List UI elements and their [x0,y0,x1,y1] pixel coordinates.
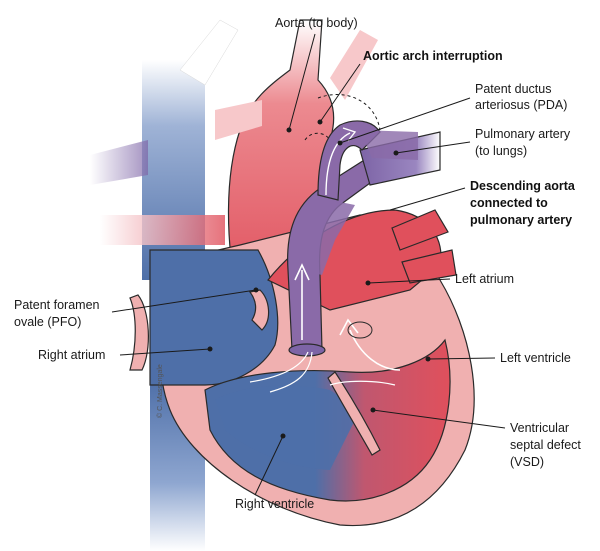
svc-top-branch [179,19,239,86]
pda-vessel [317,120,381,201]
leader-left-ventricle [427,357,496,360]
leader-dot-pulmonary [393,150,399,156]
label-pda-line1: Patent ductus [475,82,551,96]
left-pulmonary-vein-lower [401,249,457,284]
leader-dot-pfo [253,287,259,293]
left-pulmonary-vein-upper [391,209,449,251]
mitral-valve [347,321,373,339]
superior-vena-cava [142,60,205,280]
interruption-dashed-arc [317,94,381,131]
flow-curves-ventricle [249,351,396,393]
label-pulm-line2: (to lungs) [475,144,527,158]
leader-dot-pda [337,140,343,146]
svc-left-branch [90,140,148,185]
descending-aorta-lower [300,200,355,275]
label-pfo-line2: ovale (PFO) [14,315,81,329]
label-vsd-line3: (VSD) [510,455,544,469]
label-interruption: Aortic arch interruption [363,49,503,63]
leader-dot-aorta [286,127,292,133]
leader-interruption [319,63,361,123]
pulmonary-valve [288,343,326,357]
leader-right-atrium [119,348,211,356]
leader-dot-left-atrium [365,280,371,286]
foramen-ovale-flap [248,289,270,331]
leader-vsd [372,409,506,429]
label-pulm-line1: Pulmonary artery [475,127,571,141]
right-ventricle-inner [215,385,360,470]
label-desc-line1: Descending aorta [470,179,576,193]
aorta-branch-right [330,30,378,100]
label-aorta: Aorta (to body) [275,16,358,30]
leader-pulmonary [395,141,471,154]
leader-dot-vsd [370,407,376,413]
leader-dot-interruption [317,119,323,125]
copyright-text: © C. Massengale [156,364,164,418]
leader-pfo [111,289,257,313]
leader-aorta [288,33,316,131]
label-right-atrium: Right atrium [38,348,105,362]
label-right-ventricle: Right ventricle [235,497,314,511]
leader-descending [389,187,466,211]
label-left-ventricle: Left ventricle [500,351,571,365]
label-left-atrium: Left atrium [455,272,514,286]
atrial-muscle-bump [129,294,149,371]
descending-aorta-connection [360,130,418,160]
leader-dot-right-ventricle [280,433,286,439]
leader-dot-right-atrium [207,346,213,352]
leader-right-ventricle [254,435,284,496]
aorta-branch-left [215,100,262,140]
leader-pda [339,97,471,144]
label-desc-line2: connected to [470,196,548,210]
label-desc-line3: pulmonary artery [470,213,572,227]
leader-left-atrium [367,278,451,284]
label-vsd-line2: septal defect [510,438,581,452]
flow-arrow-pulmonary [294,263,310,340]
interruption-dashed-arc-2 [304,132,331,141]
label-pda-line2: arteriosus (PDA) [475,98,567,112]
leader-dot-left-ventricle [425,356,431,362]
label-pfo-line1: Patent foramen [14,298,100,312]
label-vsd-line1: Ventricular [510,421,569,435]
flow-arrow-pda [325,127,357,196]
septum [327,371,381,456]
right-pulmonary-vein-upper [100,215,225,245]
